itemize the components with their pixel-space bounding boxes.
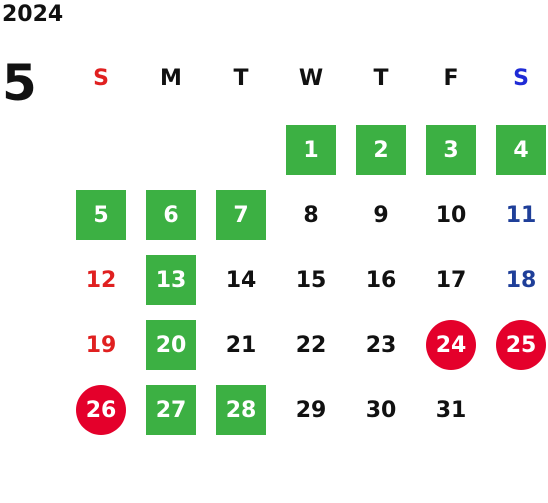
day-28: 28 [216, 385, 266, 435]
day-17: 17 [435, 267, 467, 293]
day-22: 22 [295, 332, 327, 358]
calendar-year: 2024 [2, 2, 64, 27]
day-25: 25 [496, 320, 546, 370]
day-7: 7 [216, 190, 266, 240]
day-4: 4 [496, 125, 546, 175]
day-30: 30 [365, 397, 397, 423]
weekday-friday: F [443, 66, 459, 91]
day-8: 8 [303, 202, 319, 228]
day-9: 9 [373, 202, 389, 228]
day-3: 3 [426, 125, 476, 175]
calendar-month: 5 [2, 54, 37, 112]
day-20: 20 [146, 320, 196, 370]
day-11: 11 [505, 202, 537, 228]
day-2: 2 [356, 125, 406, 175]
day-18: 18 [505, 267, 537, 293]
day-16: 16 [365, 267, 397, 293]
day-15: 15 [295, 267, 327, 293]
day-14: 14 [225, 267, 257, 293]
day-31: 31 [435, 397, 467, 423]
day-21: 21 [225, 332, 257, 358]
day-27: 27 [146, 385, 196, 435]
weekday-sunday: S [93, 66, 109, 91]
day-26: 26 [76, 385, 126, 435]
day-29: 29 [295, 397, 327, 423]
day-13: 13 [146, 255, 196, 305]
day-12: 12 [85, 267, 117, 293]
weekday-monday: M [160, 66, 182, 91]
day-24: 24 [426, 320, 476, 370]
day-1: 1 [286, 125, 336, 175]
weekday-wednesday: W [298, 66, 324, 91]
day-5: 5 [76, 190, 126, 240]
day-23: 23 [365, 332, 397, 358]
weekday-thursday: T [373, 66, 389, 91]
day-19: 19 [85, 332, 117, 358]
day-10: 10 [435, 202, 467, 228]
weekday-saturday: S [513, 66, 529, 91]
day-6: 6 [146, 190, 196, 240]
weekday-tuesday: T [233, 66, 249, 91]
